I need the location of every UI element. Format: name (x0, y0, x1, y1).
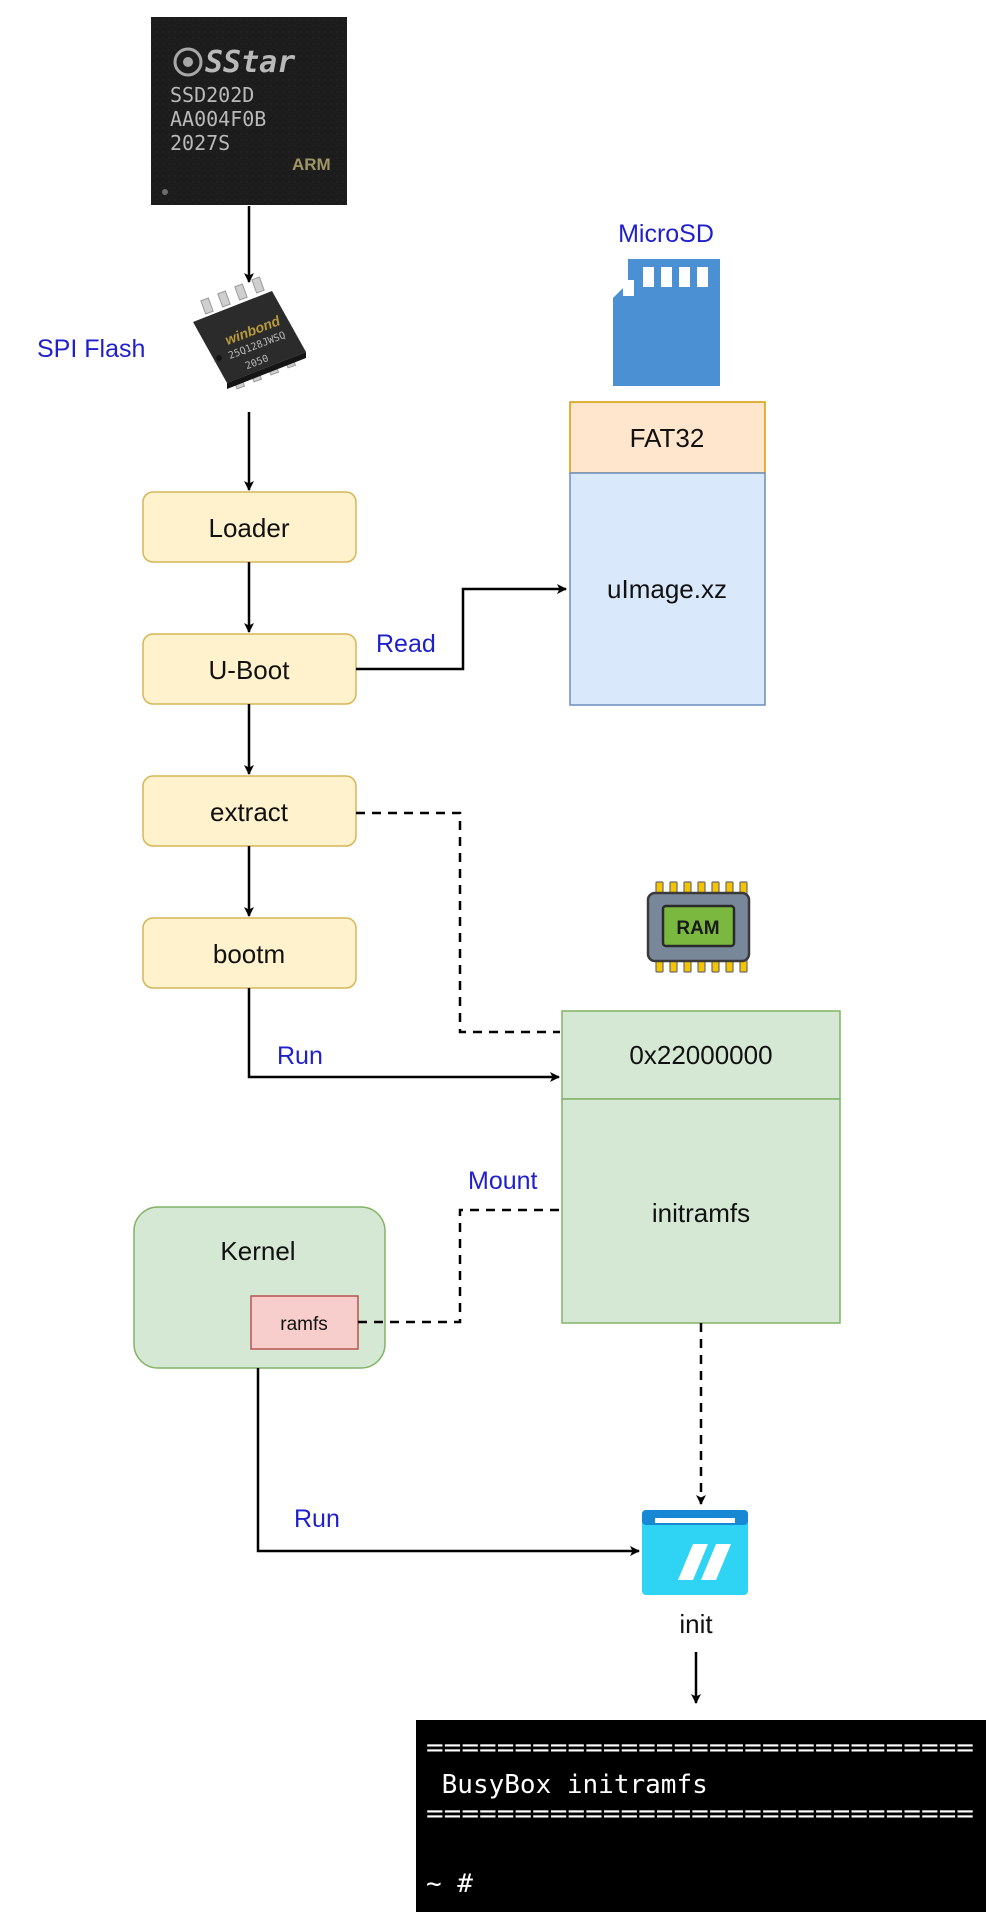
edge-kernel-run-init (256, 1368, 640, 1556)
edge-read-label: Read (376, 630, 436, 658)
edge-uboot-read-uimage (356, 584, 567, 671)
ram-chip-icon: RAM (646, 881, 751, 973)
loader-label: Loader (209, 513, 290, 543)
init-app-icon[interactable] (642, 1510, 748, 1595)
initramfs-label: initramfs (652, 1198, 750, 1228)
soc-line-1: SSD202D (170, 83, 254, 107)
edge-run-bootm-label: Run (277, 1042, 323, 1070)
spi-flash-label: SPI Flash (37, 335, 145, 363)
soc-brand: SStar (205, 45, 295, 80)
edge-run-kernel-label: Run (294, 1505, 340, 1533)
terminal-prompt: ~ # (426, 1869, 473, 1899)
init-label: init (679, 1609, 713, 1639)
kernel-label: Kernel (220, 1236, 295, 1266)
soc-line-3: 2027S (170, 131, 230, 155)
terminal-line-3: =============================== (426, 1799, 974, 1829)
busybox-terminal[interactable]: =============================== BusyBox … (416, 1720, 986, 1912)
soc-chip-icon: SStar SSD202D AA004F0B 2027S ARM (151, 17, 347, 205)
extract-box[interactable]: extract (142, 775, 357, 847)
loader-box[interactable]: Loader (142, 491, 357, 563)
ramfs-box[interactable]: ramfs (250, 1295, 359, 1350)
ram-address-block: 0x22000000 (561, 1010, 841, 1100)
fat32-partition: FAT32 (569, 401, 766, 474)
terminal-line-1: =============================== (426, 1733, 974, 1763)
spi-flash-chip-icon: winbond 25Q128JWSQ 2050 (193, 276, 306, 390)
uboot-label: U-Boot (209, 655, 291, 685)
extract-label: extract (210, 797, 289, 827)
bootm-label: bootm (213, 939, 285, 969)
terminal-line-2: BusyBox initramfs (426, 1770, 708, 1800)
soc-line-2: AA004F0B (170, 107, 266, 131)
soc-logo-icon (173, 47, 203, 77)
soc-arm-label: ARM (292, 155, 331, 174)
fat32-label: FAT32 (630, 423, 705, 453)
microsd-card-icon (613, 259, 720, 386)
edge-extract-to-ram (356, 811, 560, 1034)
ramfs-label: ramfs (280, 1314, 328, 1335)
bootm-box[interactable]: bootm (142, 917, 357, 989)
edge-mount-label: Mount (468, 1167, 538, 1195)
ram-address: 0x22000000 (629, 1040, 772, 1070)
microsd-label: MicroSD (618, 220, 714, 248)
initramfs-block[interactable]: initramfs (561, 1098, 841, 1324)
uboot-box[interactable]: U-Boot (142, 633, 357, 705)
edge-ramfs-mount-initramfs (358, 1208, 560, 1324)
ram-icon-label: RAM (676, 918, 719, 939)
edge-bootm-run-ram (247, 988, 560, 1082)
uimage-label: uImage.xz (607, 574, 727, 604)
uimage-file[interactable]: uImage.xz (569, 472, 766, 706)
